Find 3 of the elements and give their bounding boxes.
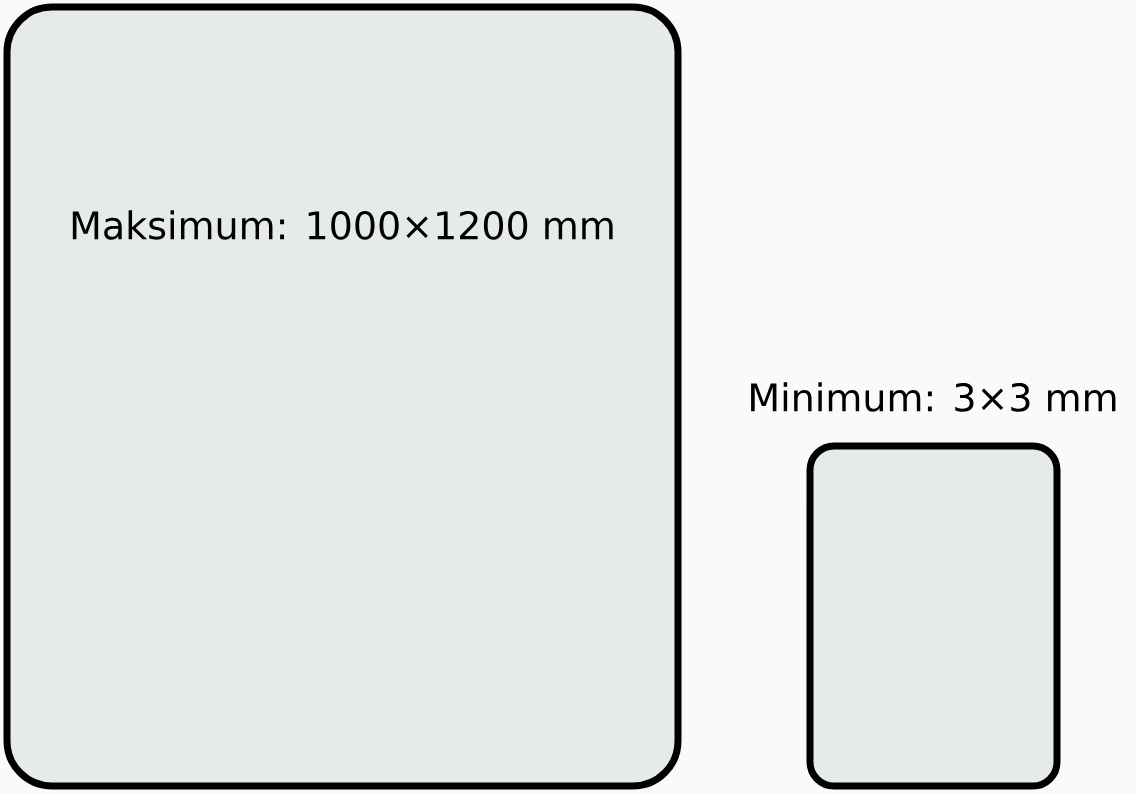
rounded-box: Minimum: 3×3 mm [751,382,1116,790]
rounded-box: Maksimum: 1000×1200 mm [3,3,682,790]
node-label: Minimum: 3×3 mm [751,382,1116,412]
